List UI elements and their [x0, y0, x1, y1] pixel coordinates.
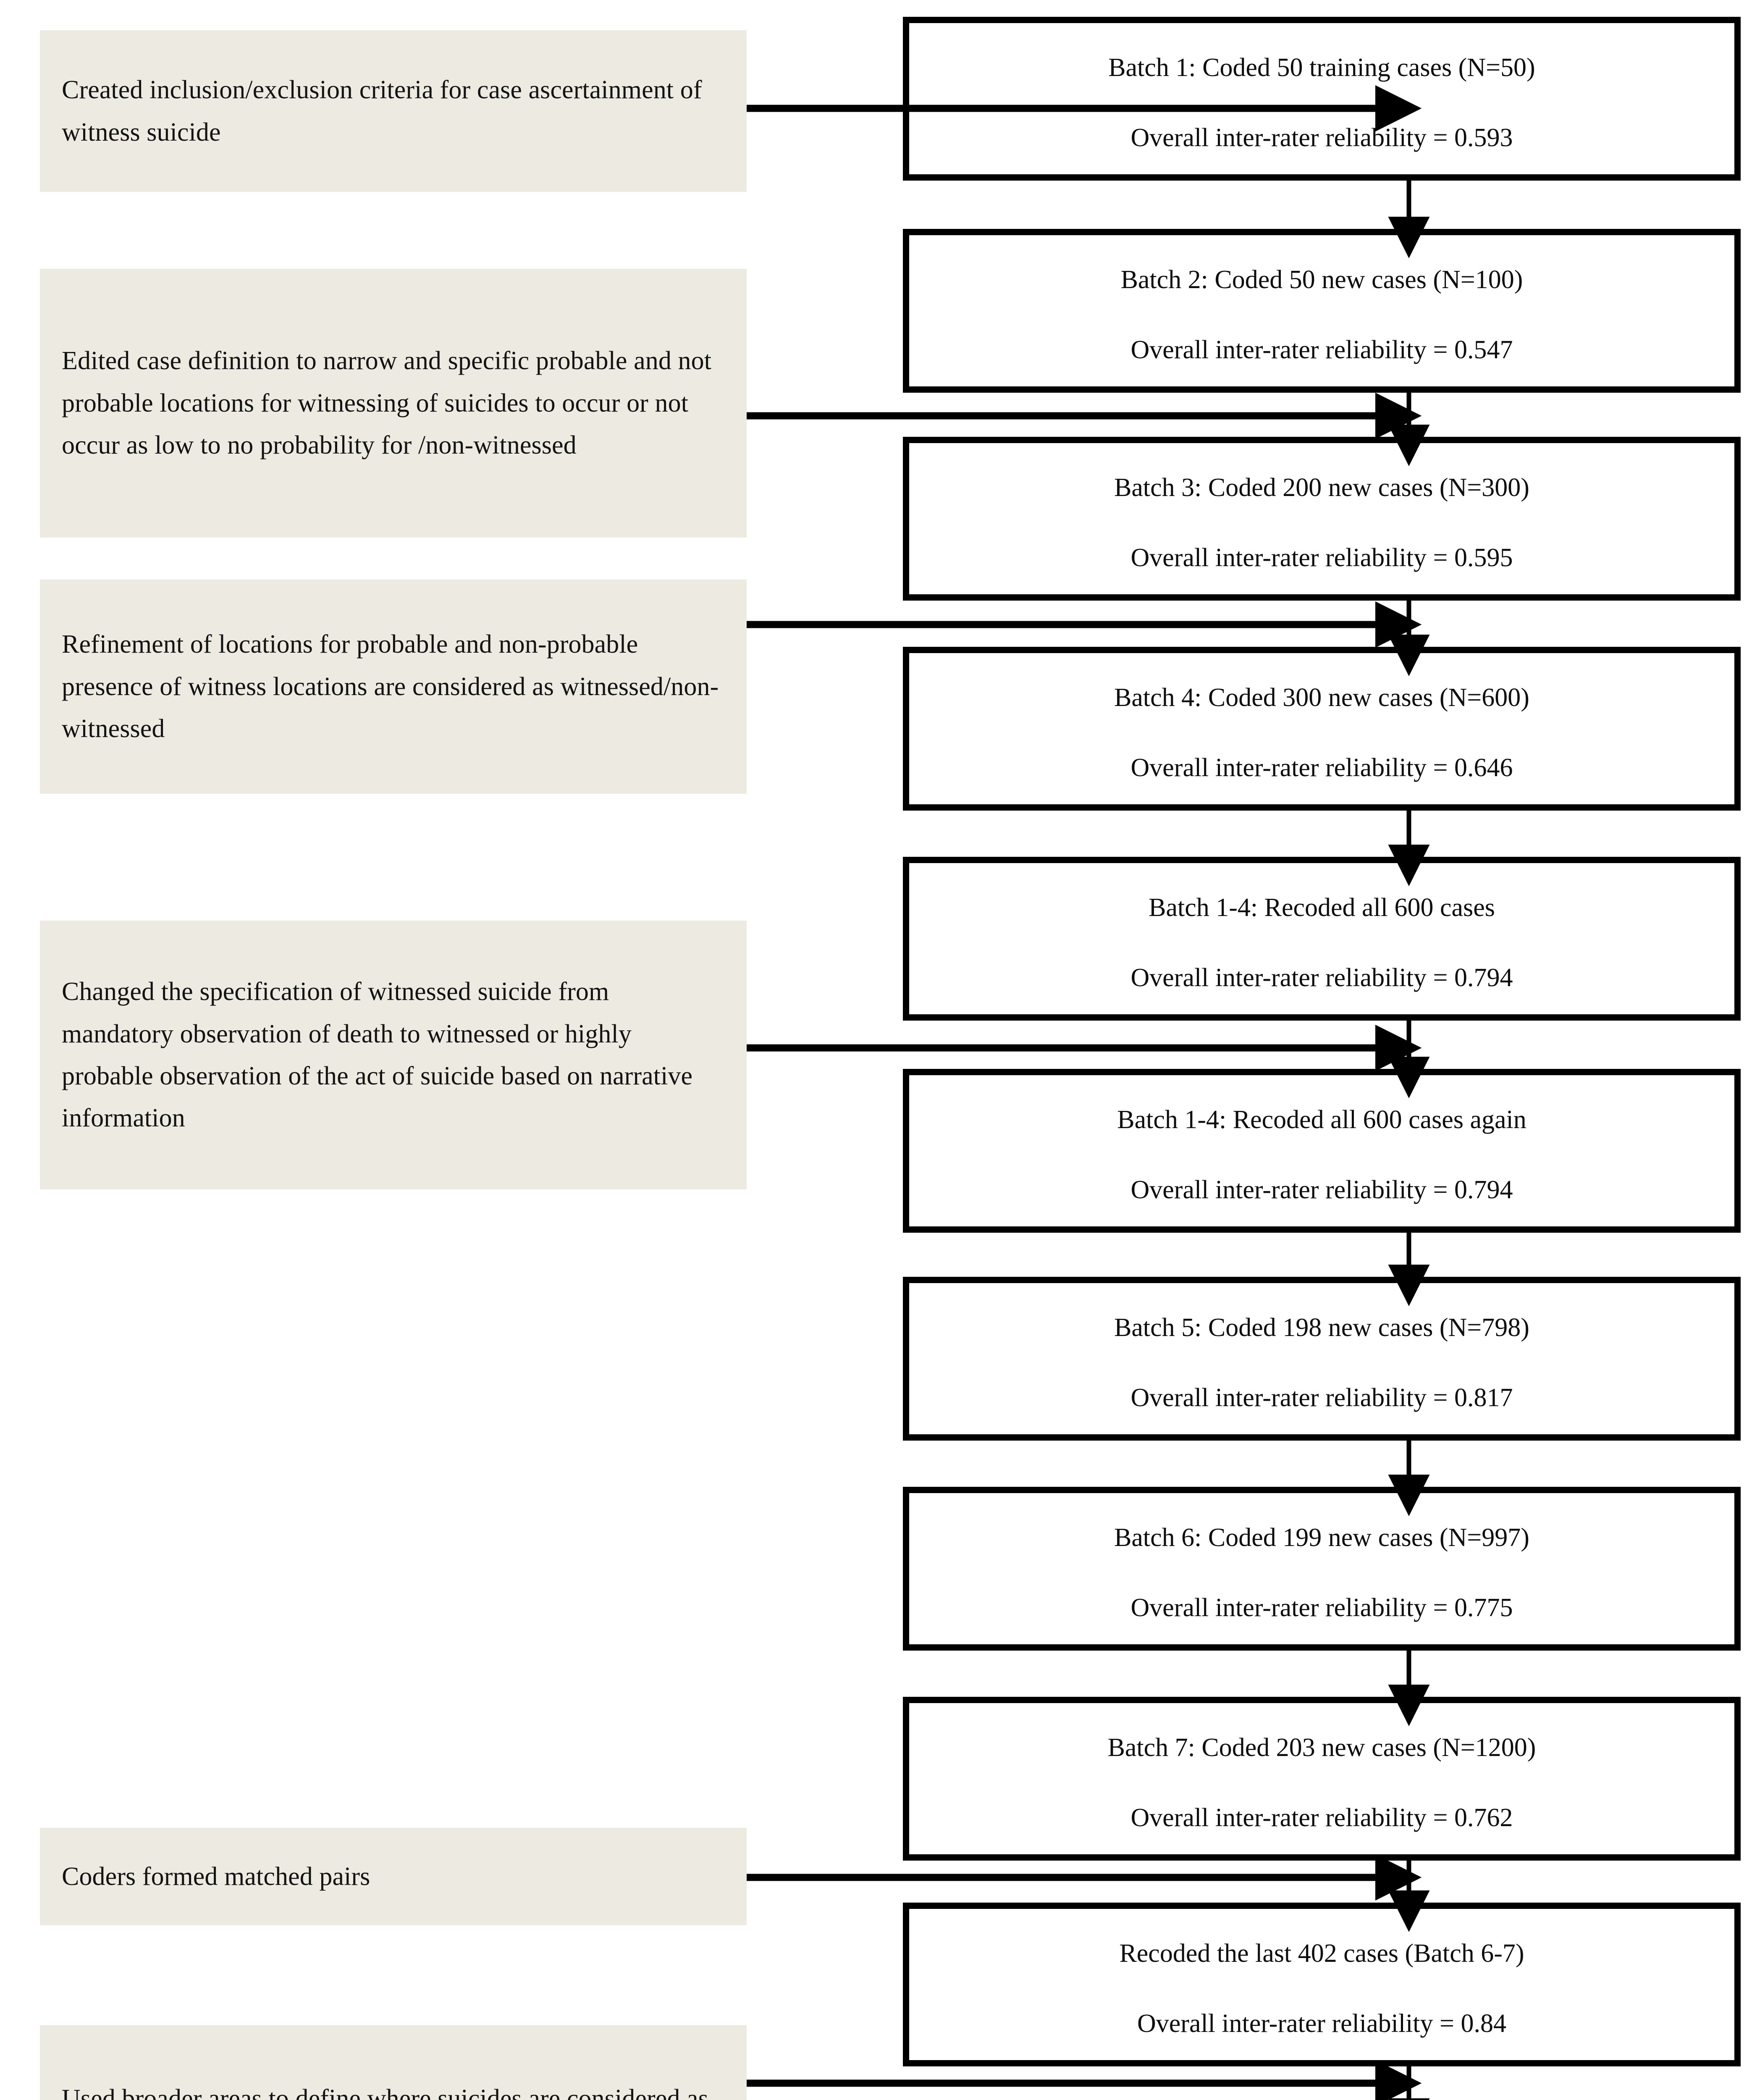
process-box-reliability: Overall inter-rater reliability = 0.794 — [1130, 1176, 1513, 1204]
process-box-title: Batch 1-4: Recoded all 600 cases again — [1117, 1105, 1526, 1134]
process-box: Recoded the last 402 cases (Batch 6-7) O… — [903, 1903, 1741, 2066]
process-box: Batch 3: Coded 200 new cases (N=300) Ove… — [903, 437, 1741, 601]
process-box-reliability: Overall inter-rater reliability = 0.595 — [1130, 543, 1513, 572]
note-text: Coders formed matched pairs — [62, 1862, 370, 1891]
process-box: Batch 1: Coded 50 training cases (N=50) … — [903, 17, 1741, 181]
process-box-reliability: Overall inter-rater reliability = 0.817 — [1130, 1383, 1513, 1412]
process-box-title: Batch 2: Coded 50 new cases (N=100) — [1120, 265, 1523, 294]
process-box: Batch 4: Coded 300 new cases (N=600) Ove… — [903, 647, 1741, 811]
process-box: Batch 1-4: Recoded all 600 cases Overall… — [903, 857, 1741, 1021]
note-block: Created inclusion/exclusion criteria for… — [40, 30, 747, 192]
process-box-reliability: Overall inter-rater reliability = 0.775 — [1130, 1593, 1513, 1622]
note-block: Changed the specification of witnessed s… — [40, 921, 747, 1189]
note-block: Coders formed matched pairs — [40, 1828, 747, 1925]
note-text: Changed the specification of witnessed s… — [62, 977, 693, 1133]
process-box-title: Batch 1: Coded 50 training cases (N=50) — [1108, 53, 1535, 82]
note-block: Edited case definition to narrow and spe… — [40, 269, 747, 538]
process-box-title: Batch 6: Coded 199 new cases (N=997) — [1114, 1523, 1529, 1552]
process-box: Batch 1-4: Recoded all 600 cases again O… — [903, 1069, 1741, 1233]
process-box-title: Batch 1-4: Recoded all 600 cases — [1149, 893, 1495, 922]
process-box-title: Batch 4: Coded 300 new cases (N=600) — [1114, 683, 1529, 712]
note-text: Refinement of locations for probable and… — [62, 630, 719, 743]
process-box-reliability: Overall inter-rater reliability = 0.646 — [1130, 753, 1513, 782]
process-box-title: Batch 7: Coded 203 new cases (N=1200) — [1107, 1733, 1536, 1762]
process-box-reliability: Overall inter-rater reliability = 0.593 — [1130, 123, 1513, 152]
process-box: Batch 7: Coded 203 new cases (N=1200) Ov… — [903, 1697, 1741, 1861]
process-box-reliability: Overall inter-rater reliability = 0.84 — [1137, 2009, 1506, 2038]
process-box: Batch 6: Coded 199 new cases (N=997) Ove… — [903, 1487, 1741, 1651]
process-box-reliability: Overall inter-rater reliability = 0.547 — [1130, 336, 1513, 364]
note-text: Edited case definition to narrow and spe… — [62, 346, 712, 460]
process-box-reliability: Overall inter-rater reliability = 0.794 — [1130, 963, 1513, 992]
process-box: Batch 5: Coded 198 new cases (N=798) Ove… — [903, 1277, 1741, 1441]
process-box: Batch 2: Coded 50 new cases (N=100) Over… — [903, 229, 1741, 393]
note-block: Used broader areas to define where suici… — [40, 2025, 747, 2100]
note-block: Refinement of locations for probable and… — [40, 580, 747, 794]
note-text: Created inclusion/exclusion criteria for… — [62, 76, 702, 147]
note-text: Used broader areas to define where suici… — [62, 2084, 708, 2100]
process-box-title: Batch 3: Coded 200 new cases (N=300) — [1114, 473, 1529, 502]
process-box-title: Recoded the last 402 cases (Batch 6-7) — [1119, 1939, 1524, 1968]
process-box-reliability: Overall inter-rater reliability = 0.762 — [1130, 1803, 1513, 1832]
process-box-title: Batch 5: Coded 198 new cases (N=798) — [1114, 1313, 1529, 1342]
